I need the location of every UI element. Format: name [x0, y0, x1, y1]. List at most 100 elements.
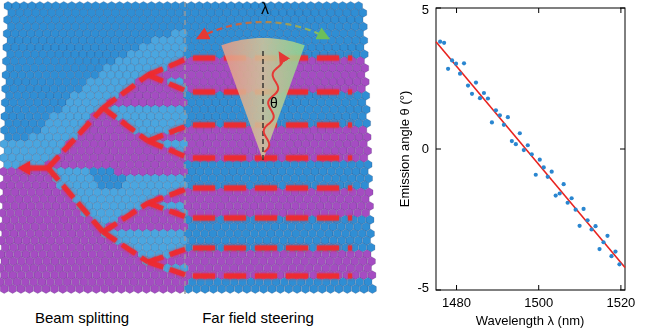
- beam-segment: [193, 274, 352, 279]
- tick-mark: [538, 285, 539, 290]
- symbol-label: λ: [261, 0, 269, 18]
- data-point: [581, 207, 585, 211]
- beam-segment: [48, 108, 103, 168]
- data-point: [462, 61, 466, 65]
- tick-mark: [456, 285, 457, 290]
- lattice-cell: [176, 284, 184, 293]
- data-point: [546, 175, 550, 179]
- data-point: [574, 208, 578, 212]
- lattice-cell: [25, 284, 33, 293]
- beam-segment: [103, 108, 148, 141]
- lattice-cell: [243, 284, 251, 293]
- data-point: [438, 40, 442, 44]
- data-point: [494, 108, 498, 112]
- scatter-chart: [436, 8, 625, 290]
- data-point: [538, 158, 542, 162]
- tick-mark: [620, 290, 625, 291]
- beam-segment: [148, 248, 189, 262]
- lattice-cell: [168, 284, 176, 293]
- lattice-cell: [17, 284, 25, 293]
- data-point: [589, 227, 593, 231]
- tick-mark: [436, 290, 441, 291]
- beam-segment: [148, 141, 189, 158]
- data-point: [506, 115, 510, 119]
- data-point: [514, 142, 518, 146]
- tick-mark: [436, 149, 441, 150]
- tick-mark: [436, 8, 441, 9]
- beam-segment: [103, 232, 148, 262]
- data-point: [593, 224, 597, 228]
- beam-segment: [148, 75, 189, 92]
- lattice-cell: [209, 284, 217, 293]
- lattice-cell: [0, 284, 8, 293]
- data-point: [518, 131, 522, 135]
- lattice-cell: [101, 284, 109, 293]
- lattice-cell: [92, 284, 100, 293]
- photonic-lattice: [0, 1, 376, 293]
- symbol-label: θ: [270, 96, 278, 111]
- lattice-cell: [218, 284, 226, 293]
- emission-fan: [221, 38, 304, 160]
- beam-segment: [193, 216, 352, 221]
- emission-ray: [264, 53, 283, 152]
- tick-mark: [620, 8, 621, 13]
- panel-caption: Beam splitting: [35, 310, 129, 327]
- data-point: [534, 173, 538, 177]
- data-point: [562, 182, 566, 186]
- data-point: [601, 240, 605, 244]
- tick-mark: [620, 149, 625, 150]
- lattice-cell: [201, 284, 209, 293]
- lattice-cell: [34, 284, 42, 293]
- tick-label: 1520: [606, 296, 635, 310]
- data-point: [526, 143, 530, 147]
- lattice-cell: [260, 284, 268, 293]
- lattice-cell: [226, 284, 234, 293]
- axis-label: Wavelength λ (nm): [476, 314, 585, 328]
- lattice-cell: [9, 284, 17, 293]
- lattice-cell: [343, 284, 351, 293]
- lattice-cell: [84, 284, 92, 293]
- lattice-cell: [142, 284, 150, 293]
- lattice-cell: [310, 284, 318, 293]
- lattice-cell: [193, 284, 201, 293]
- beam-segment: [148, 262, 189, 276]
- data-point: [522, 148, 526, 152]
- lattice-cell: [251, 284, 259, 293]
- data-point: [530, 152, 534, 156]
- data-point: [490, 120, 494, 124]
- tick-mark: [620, 285, 621, 290]
- tick-mark: [538, 8, 539, 13]
- axis-label: Emission angle θ (°): [398, 91, 412, 207]
- data-point: [454, 62, 458, 66]
- data-point: [577, 224, 581, 228]
- data-point: [609, 254, 613, 258]
- data-point: [570, 196, 574, 200]
- lattice-cell: [360, 284, 368, 293]
- data-point: [498, 113, 502, 117]
- panel-caption: Far field steering: [202, 310, 314, 327]
- data-point: [486, 96, 490, 100]
- lattice-cell: [285, 284, 293, 293]
- data-point: [446, 67, 450, 71]
- data-point: [442, 41, 446, 45]
- beam-paths: [18, 58, 352, 276]
- data-point: [542, 165, 546, 169]
- lattice-cell: [235, 284, 243, 293]
- lattice-cell: [268, 284, 276, 293]
- data-point: [597, 247, 601, 251]
- lattice-cell: [50, 284, 58, 293]
- data-point: [585, 218, 589, 222]
- lattice-cell: [276, 284, 284, 293]
- lattice-cell: [59, 284, 67, 293]
- beam-segment: [148, 203, 189, 218]
- lattice-cell: [151, 284, 159, 293]
- data-point: [458, 72, 462, 76]
- lattice-cell: [293, 284, 301, 293]
- lattice-cell: [368, 284, 376, 293]
- beam-segment: [103, 203, 148, 232]
- lattice-cell: [134, 284, 142, 293]
- plot-frame: [436, 8, 625, 290]
- beam-segment: [193, 156, 352, 161]
